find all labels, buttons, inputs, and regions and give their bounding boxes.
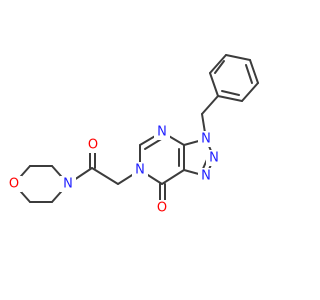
atom-label-o-morpholine: O — [9, 177, 19, 192]
bond-ch2-phenyl — [201, 95, 219, 115]
atom-morpholine-oxygen: O — [6, 176, 22, 192]
atom-label-n-morpholine: N — [63, 177, 73, 192]
atom-label-o-ring: O — [157, 201, 167, 216]
bond-ph-5-6 — [209, 54, 227, 74]
atom-triazole-n2: N — [206, 150, 222, 166]
bond-ph-3-4 — [249, 59, 259, 84]
bond-layer — [13, 54, 259, 203]
bond-ph-inner-c — [214, 60, 225, 74]
molecule-structure-diagram: O N O N N N N N — [6, 54, 259, 216]
atom-pyrimidine-n6: N — [132, 162, 148, 178]
atom-label-n2: N — [209, 151, 219, 166]
bond-ph-6-1 — [209, 72, 219, 97]
bond-ph-4-5 — [225, 54, 251, 61]
atom-triazole-n3: N — [198, 131, 214, 147]
bond-ph-inner-a — [221, 90, 240, 96]
atom-label-o-amide: O — [88, 138, 98, 153]
bond-ph-2-3 — [241, 82, 259, 102]
atom-label-n6: N — [135, 163, 145, 178]
atom-label-layer: O N O N N N N N — [6, 124, 222, 216]
bond-ph-inner-b — [245, 64, 253, 84]
bond-amide-carbon-ch2 — [91, 167, 119, 185]
atom-ring-carbonyl-oxygen: O — [154, 200, 170, 216]
bond-ph-1-2 — [217, 95, 243, 102]
atom-label-n1: N — [201, 169, 211, 184]
atom-label-n3: N — [201, 132, 211, 147]
atom-amide-carbonyl-oxygen: O — [85, 137, 101, 153]
atom-morpholine-nitrogen: N — [60, 176, 76, 192]
atom-label-n4: N — [157, 125, 167, 140]
atom-pyrimidine-n4: N — [154, 124, 170, 140]
atom-triazole-n1: N — [198, 168, 214, 184]
bond-c7a-c7 — [161, 169, 185, 185]
